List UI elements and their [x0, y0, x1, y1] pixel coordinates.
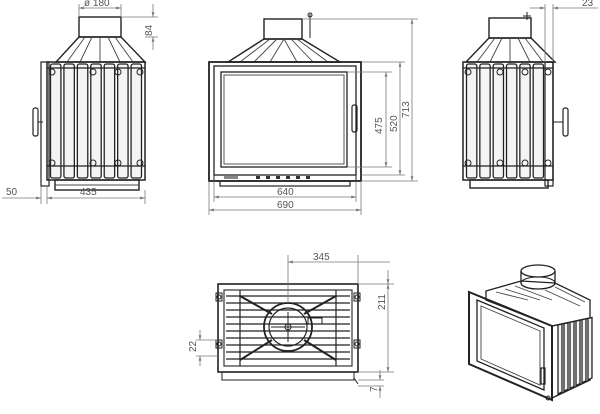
heat-fin [569, 320, 575, 390]
inner-height-label: 520 [389, 115, 400, 132]
heat-fin [76, 63, 89, 179]
depth-label: 435 [80, 187, 97, 198]
heat-fin [587, 316, 593, 382]
heat-fin [575, 319, 581, 387]
heat-fin [581, 317, 587, 384]
heat-fin [479, 63, 491, 179]
rail-label: 22 [188, 340, 199, 352]
heat-fin [465, 63, 478, 179]
step-label: 7 [369, 386, 380, 392]
front-view: 475 520 713 640 690 [208, 12, 418, 215]
hood-height-label: 84 [144, 24, 155, 36]
opening-width-label: 640 [277, 187, 294, 198]
right-side-view: 23 [462, 0, 598, 189]
collar-offset-label: 345 [313, 252, 330, 263]
heat-fin [130, 63, 143, 179]
diameter-label: ø 180 [84, 0, 110, 9]
heat-fin [563, 321, 569, 393]
heat-fin [63, 63, 76, 179]
heat-fin [519, 63, 531, 179]
depth-top-label: 211 [377, 294, 388, 310]
heat-fin [532, 63, 545, 179]
total-height-label: 713 [401, 101, 412, 118]
opening-height-label: 475 [374, 117, 385, 134]
right-offset-label: 23 [582, 0, 594, 9]
heat-fin [49, 63, 62, 179]
heat-fin [103, 63, 116, 179]
total-width-label: 690 [277, 200, 294, 211]
heat-fin [505, 63, 518, 179]
heat-fin [557, 323, 563, 396]
offset-label: 50 [6, 187, 18, 198]
top-view: 345 211 22 7 [188, 252, 394, 398]
heat-fin [116, 63, 129, 179]
left-side-view: ø 180 84 50 435 [2, 0, 158, 204]
heat-fin [90, 63, 102, 179]
perspective-view [468, 264, 593, 402]
heat-fin [492, 63, 505, 179]
